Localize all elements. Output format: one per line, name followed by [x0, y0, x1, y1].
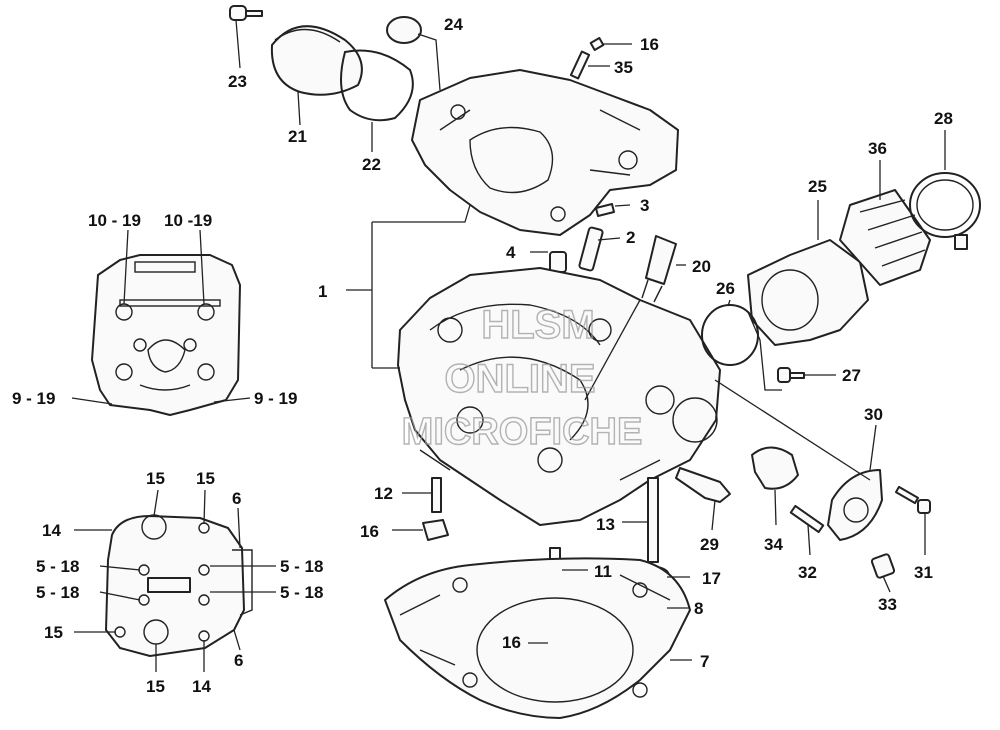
valve-cover-cap [270, 25, 363, 96]
callout-31: 31 [914, 563, 933, 582]
watermark-line-3: MICROFICHE [402, 411, 643, 453]
callout-23: 23 [228, 72, 247, 91]
callout-15-left: 15 [44, 623, 63, 642]
callout-5-18-a: 5 - 18 [36, 557, 79, 576]
callout-24: 24 [444, 15, 463, 34]
cover-bolt [229, 5, 263, 21]
camshaft-carrier [411, 69, 679, 236]
callout-34: 34 [764, 535, 783, 554]
callout-9-19-right: 9 - 19 [254, 389, 297, 408]
top-stud [569, 37, 605, 80]
callout-36: 36 [868, 139, 887, 158]
callout-32: 32 [798, 563, 817, 582]
thermostat [751, 446, 799, 490]
callout-21: 21 [288, 127, 307, 146]
callout-10-19-left: 10 - 19 [88, 211, 141, 230]
callout-16-left: 16 [360, 522, 379, 541]
housing-bolt [894, 485, 931, 514]
callout-7: 7 [700, 652, 709, 671]
leader-lines [71, 19, 946, 672]
callout-28: 28 [934, 109, 953, 128]
cylinder-head [397, 267, 721, 526]
callout-14-left: 14 [42, 521, 61, 540]
plug-cap [386, 16, 422, 44]
callout-5-18-b: 5 - 18 [36, 583, 79, 602]
inset-head-top-view [91, 254, 241, 416]
callout-13: 13 [596, 515, 615, 534]
callout-16-top: 16 [640, 35, 659, 54]
callout-10-19-right: 10 -19 [164, 211, 212, 230]
watermark: HLSM ONLINE MICROFICHE [401, 302, 643, 453]
temperature-sensor [675, 467, 731, 503]
manifold-screw [777, 367, 805, 383]
callout-25: 25 [808, 177, 827, 196]
callout-12: 12 [374, 484, 393, 503]
housing-stud [789, 504, 825, 534]
intake-manifold [747, 239, 869, 346]
thermostat-housing [827, 469, 883, 541]
callout-11: 11 [594, 562, 612, 581]
callout-16-bottom: 16 [502, 633, 521, 652]
spark-plug [641, 235, 677, 303]
intake-boot [839, 189, 931, 286]
callout-4: 4 [506, 243, 516, 262]
callout-15-bottom: 15 [146, 677, 165, 696]
callout-29: 29 [700, 535, 719, 554]
callout-5-18-d: 5 - 18 [280, 583, 323, 602]
callout-27: 27 [842, 366, 861, 385]
callout-26: 26 [716, 279, 735, 298]
callout-35: 35 [614, 58, 633, 77]
cover-gasket-ring [340, 49, 414, 122]
callout-6-top: 6 [232, 489, 241, 508]
housing-dowel [870, 553, 896, 579]
callout-1: 1 [318, 282, 327, 301]
side-stud [422, 477, 449, 541]
callout-3: 3 [640, 196, 649, 215]
callout-22: 22 [362, 155, 381, 174]
callout-14-bottom: 14 [192, 677, 211, 696]
manifold-o-ring [701, 304, 759, 366]
callout-labels: 1 2 3 4 20 16 35 24 23 21 22 25 36 28 26… [12, 15, 953, 696]
head-gasket [384, 557, 691, 719]
callout-15-tr: 15 [196, 469, 215, 488]
callout-8: 8 [694, 599, 703, 618]
watermark-line-2: ONLINE [444, 357, 595, 401]
intake-clamp [909, 172, 981, 250]
callout-9-19-left: 9 - 19 [12, 389, 55, 408]
inset-head-bottom-view [105, 514, 253, 657]
callout-15-tl: 15 [146, 469, 165, 488]
callout-17: 17 [702, 569, 721, 588]
callout-2: 2 [626, 228, 635, 247]
callout-6-bottom: 6 [234, 651, 243, 670]
callout-33: 33 [878, 595, 897, 614]
callout-5-18-c: 5 - 18 [280, 557, 323, 576]
callout-30: 30 [864, 405, 883, 424]
callout-20: 20 [692, 257, 711, 276]
watermark-line-1: HLSM [481, 303, 594, 347]
long-stud [647, 477, 659, 563]
